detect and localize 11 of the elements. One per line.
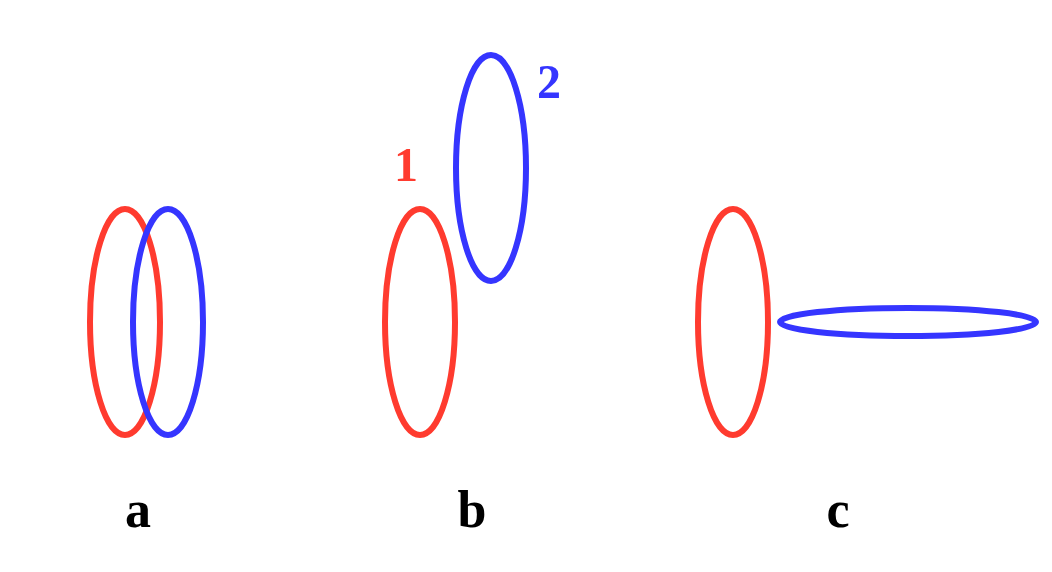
panel-letter: a [125, 484, 151, 536]
coil-loop [130, 206, 206, 438]
loop-number: 2 [537, 58, 561, 106]
coil-loop [777, 305, 1039, 339]
panel-letter: c [826, 484, 850, 536]
coil-loop [87, 206, 163, 438]
coil-loop [453, 52, 529, 284]
coil-loop [695, 206, 771, 438]
loop-number: 1 [394, 141, 418, 189]
panel-letter: b [457, 484, 487, 536]
coil-loop [382, 206, 458, 438]
